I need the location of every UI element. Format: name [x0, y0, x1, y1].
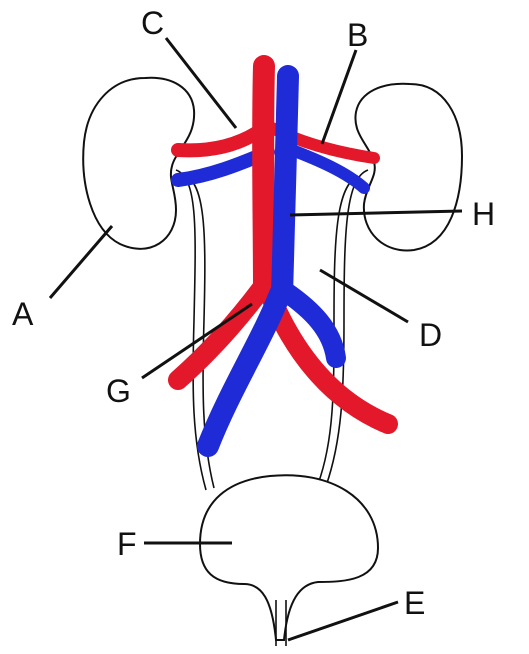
label-b: B	[347, 17, 368, 53]
leader-a	[50, 226, 112, 298]
right-kidney	[355, 84, 462, 251]
label-d: D	[419, 317, 442, 353]
inferior-vena-cava	[282, 76, 288, 296]
leader-d	[320, 270, 408, 322]
label-f: F	[117, 526, 137, 562]
label-c: C	[141, 5, 164, 41]
bladder	[200, 475, 378, 640]
label-g: G	[106, 373, 131, 409]
aorta	[263, 66, 264, 292]
label-h: H	[472, 196, 495, 232]
leader-b	[322, 50, 356, 144]
left-kidney	[83, 78, 194, 249]
leader-e	[288, 602, 398, 640]
label-e: E	[404, 585, 425, 621]
label-a: A	[12, 296, 34, 332]
